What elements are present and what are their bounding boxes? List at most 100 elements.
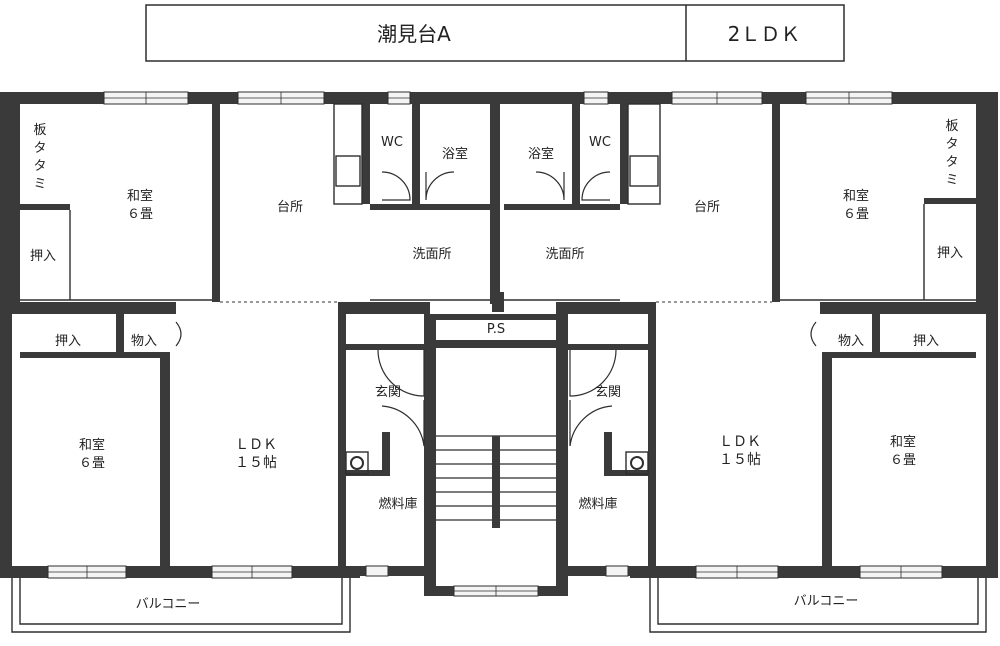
- window-bottom-r2: [695, 565, 779, 579]
- stair-wall-right: [556, 314, 568, 596]
- r-wc-label: WC: [589, 135, 611, 150]
- l-wall-bath-center: [490, 104, 500, 304]
- windows: [47, 91, 943, 597]
- title-block: 潮見台A 2ＬＤＫ: [145, 4, 845, 62]
- mid-wall-left-core: [340, 302, 430, 314]
- r-itatatami-2: タ: [945, 137, 958, 152]
- right-inner-wall: [976, 104, 986, 302]
- l-wc-door-icon: [381, 171, 411, 201]
- bottom-wall-right: [630, 566, 998, 578]
- r-itatatami-1: 板: [945, 119, 958, 134]
- l-itatatami-3: タ: [33, 159, 46, 174]
- mid-wall-right: [820, 302, 998, 314]
- window-top-l1: [103, 91, 189, 105]
- l-nenryouko-side: [382, 432, 390, 476]
- l-nenryouko-label: 燃料庫: [378, 496, 417, 512]
- r-wall-wc-bath: [572, 104, 580, 204]
- l-oshiire-mid-label: 押入: [55, 334, 81, 349]
- mid-wall-right-core: [556, 302, 656, 314]
- r-washitsu-top-label: 和室: [843, 188, 869, 204]
- right-unit-labels: 板 タ タ ミ 和室 ６畳 押入 台所 WC 浴室 洗面所 押入 物入 和室 ６…: [528, 119, 963, 609]
- l-ldk-label: ＬＤＫ: [235, 437, 277, 453]
- r-oshiire-mid-label: 押入: [913, 334, 939, 349]
- r-bath-door-icon: [535, 171, 565, 201]
- r-wall-washitsu-ldk: [822, 356, 832, 570]
- r-wc-door-icon: [581, 171, 611, 201]
- l-bath-door-icon: [425, 171, 455, 201]
- l-chimney-icon: [350, 456, 364, 470]
- window-top-r2: [671, 91, 763, 105]
- ps-bottom: [430, 340, 556, 348]
- thin-lines: [11, 103, 987, 633]
- r-wall-oshiire-bottom: [822, 352, 976, 358]
- l-itatatami-2: タ: [33, 141, 46, 156]
- r-monoire-door-icon: [810, 321, 817, 347]
- left-unit-labels: 板 タ タ ミ 和室 ６畳 押入 台所 WC 浴室 洗面所 押入 物入 和室 ６…: [30, 123, 468, 612]
- stair-right-ledge: [568, 566, 630, 576]
- window-bottom-l2: [211, 565, 293, 579]
- ps-label: P.S: [487, 322, 505, 337]
- r-wall-itatatami: [924, 198, 976, 204]
- window-bottom-r1: [859, 565, 943, 579]
- r-wall-bath-bottom: [504, 204, 620, 210]
- l-genkan-top: [346, 344, 426, 350]
- r-genkan-inner-door-icon: [569, 400, 613, 447]
- r-nenryouko-side: [604, 432, 612, 476]
- staircase: [436, 435, 556, 528]
- property-name: 潮見台A: [377, 22, 451, 46]
- r-nenryouko-top: [606, 470, 648, 476]
- l-ldk-size: １５帖: [235, 455, 277, 471]
- title-frame: [145, 4, 845, 62]
- l-wall-oshiire-bottom: [20, 352, 170, 358]
- l-washitsu-bottom-size: ６畳: [79, 456, 105, 471]
- l-wall-itatatami: [20, 204, 70, 210]
- window-bottom-stair: [453, 585, 539, 597]
- l-wall-monoire-left: [116, 314, 124, 358]
- r-senmenjo-label: 洗面所: [545, 247, 584, 262]
- l-balcony-inner: [19, 578, 343, 625]
- r-oshiire-top-label: 押入: [937, 246, 963, 261]
- window-bottom-l-small: [365, 565, 389, 577]
- ps-top: [424, 314, 568, 320]
- l-wall-washitsu-ldk: [160, 356, 170, 570]
- r-wall-kitchen-wc: [620, 104, 628, 204]
- core-wall-left: [338, 302, 346, 566]
- l-genkan-inner-door-icon: [381, 400, 425, 447]
- r-wall-monoire-right: [872, 314, 880, 358]
- r-yokushitsu-label: 浴室: [528, 146, 554, 162]
- window-bottom-r-small: [605, 565, 629, 577]
- window-top-l3: [387, 91, 411, 105]
- l-wall-kitchen-wc: [362, 104, 370, 204]
- r-ldk-label: ＬＤＫ: [719, 434, 761, 450]
- l-washitsu-top-size: ６畳: [127, 207, 153, 222]
- r-washitsu-top-size: ６畳: [843, 207, 869, 222]
- window-top-l2: [237, 91, 325, 105]
- l-wc-label: WC: [381, 135, 403, 150]
- l-senmenjo-label: 洗面所: [412, 247, 451, 262]
- l-washitsu-bottom-label: 和室: [79, 437, 105, 453]
- left-outer-wall: [0, 92, 12, 578]
- l-wall-bath-bottom: [370, 204, 490, 210]
- layout-type: 2ＬＤＫ: [728, 22, 801, 46]
- stair-center-rail: [492, 436, 500, 528]
- l-balcony-outline: [11, 578, 351, 633]
- l-itatatami-1: 板: [33, 123, 46, 138]
- r-nenryouko-label: 燃料庫: [578, 496, 617, 512]
- r-entrance-door-icon: [569, 349, 617, 397]
- r-wall-washitsu-kitchen: [772, 104, 780, 302]
- doors: [175, 171, 817, 447]
- l-balcony-label: バルコニー: [136, 597, 201, 612]
- l-washitsu-top-label: 和室: [127, 188, 153, 204]
- r-washitsu-bottom-label: 和室: [890, 434, 916, 450]
- r-balcony-label: バルコニー: [794, 594, 859, 609]
- l-entrance-door-icon: [377, 349, 425, 397]
- core-wall-right: [648, 302, 656, 566]
- r-genkan-top: [568, 344, 648, 350]
- l-itatatami-4: ミ: [33, 177, 46, 192]
- r-washitsu-bottom-size: ６畳: [890, 453, 916, 468]
- l-daidokoro-label: 台所: [277, 200, 303, 215]
- window-top-r1: [805, 91, 893, 105]
- r-balcony-outline: [649, 578, 987, 633]
- r-kitchen-counter: [627, 103, 661, 205]
